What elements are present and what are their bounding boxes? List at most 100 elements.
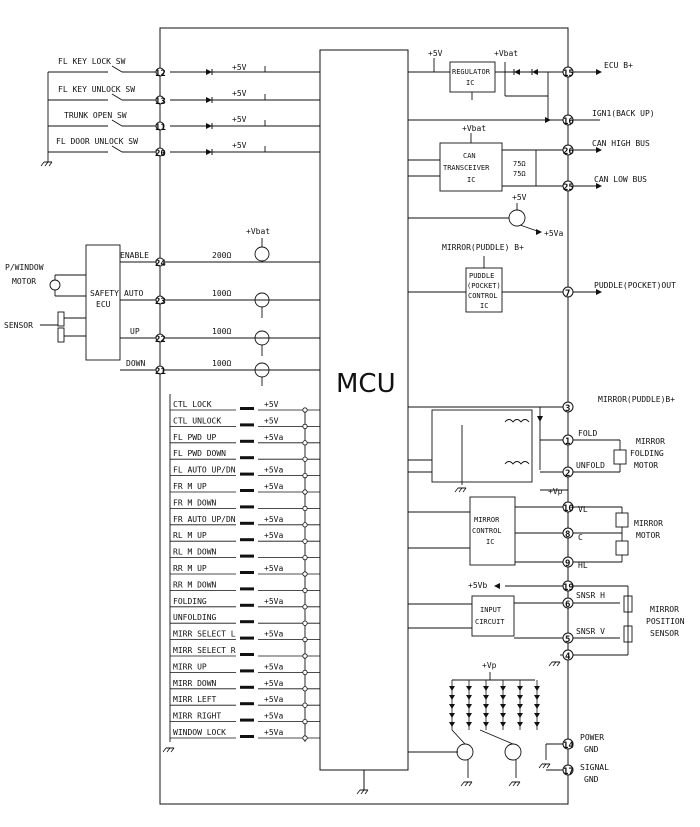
safety-ecu-block: [85, 244, 121, 361]
pin-number: 25: [563, 183, 574, 193]
can-label: CAN: [463, 152, 476, 160]
key-input-label: RL M UP: [173, 531, 207, 540]
key-input-label: CTL UNLOCK: [173, 416, 221, 425]
pin-number: 15: [563, 69, 574, 79]
mirror-control-block: [469, 496, 516, 566]
supply-label: +5V: [512, 193, 527, 202]
led-diode: [534, 704, 540, 709]
mcu-label: MCU: [336, 369, 396, 399]
led-diode: [534, 722, 540, 727]
sensor-label: SENSOR: [4, 321, 33, 330]
led-diode: [534, 713, 540, 718]
led-diode: [500, 686, 506, 691]
supply-label: +5Va: [264, 531, 283, 540]
led-diode: [500, 695, 506, 700]
mirror-position-sensor-label: POSITION: [646, 617, 685, 626]
led-diode: [449, 695, 455, 700]
signal-label: ENABLE: [120, 251, 149, 260]
key-input-row: RR M UP +5Va: [170, 564, 320, 577]
led-diode: [534, 686, 540, 691]
ign-label: IGN1(BACK UP): [592, 109, 655, 118]
key-input-label: RR M UP: [173, 564, 207, 573]
ground-symbol: [40, 161, 53, 167]
input-circuit-label: INPUT: [480, 606, 502, 614]
led-matrix: [449, 680, 540, 730]
key-input-row: RL M DOWN: [170, 548, 320, 561]
key-input-label: CTL LOCK: [173, 400, 212, 409]
led-diode: [483, 686, 489, 691]
mcu-block: [319, 49, 409, 771]
snsr-v-label: SNSR V: [576, 627, 605, 636]
supply-label: +5Va: [544, 229, 563, 238]
ground-symbol: [508, 781, 521, 787]
pin-number: 3: [565, 404, 570, 414]
supply-label: +5Va: [264, 712, 283, 721]
supply-label: +5Va: [264, 433, 283, 442]
can-low-label: CAN LOW BUS: [594, 175, 647, 184]
pin-number: 12: [155, 69, 166, 79]
mirror-folding-motor-label: FOLDING: [630, 449, 664, 458]
mirror-control-label: CONTROL: [472, 527, 502, 535]
switch-label: FL KEY LOCK SW: [58, 57, 126, 66]
supply-label: +5V: [428, 49, 443, 58]
key-input-row: MIRR DOWN+5Va: [170, 679, 320, 692]
key-input-row: FL PWD UP+5Va: [170, 433, 320, 446]
key-input-row: CTL LOCK +5V: [170, 400, 320, 413]
key-input-row: FR M DOWN: [170, 498, 320, 511]
supply-label: +5V: [264, 400, 279, 409]
led-diode: [483, 695, 489, 700]
puddle-label: (POCKET): [467, 282, 501, 290]
key-input-row: UNFOLDING: [170, 613, 320, 626]
mirror-puddle-b-label: MIRROR(PUDDLE) B+: [442, 243, 524, 252]
led-diode: [517, 704, 523, 709]
fold-label: FOLD: [578, 429, 597, 438]
led-diode: [517, 713, 523, 718]
regulator-label: REGULATOR: [452, 68, 491, 76]
supply-label: +5V: [232, 89, 247, 98]
key-input-label: FR M DOWN: [173, 498, 217, 507]
led-diode: [466, 695, 472, 700]
key-input-row: FR AUTO UP/DN+5Va: [170, 515, 320, 528]
input-circuit-block: [471, 595, 515, 637]
can-high-label: CAN HIGH BUS: [592, 139, 650, 148]
mirror-position-sensor-label: MIRROR: [650, 605, 679, 614]
pin-number: 24: [155, 259, 166, 269]
key-input-row: MIRR RIGHT+5Va: [170, 712, 320, 725]
key-input-row: MIRR SELECT L+5Va: [170, 630, 320, 643]
puddle-label: CONTROL: [468, 292, 498, 300]
led-diode: [517, 695, 523, 700]
key-input-label: RL M DOWN: [173, 548, 217, 557]
key-input-label: FL AUTO UP/DN: [173, 466, 236, 475]
supply-label: +Vbat: [462, 124, 486, 133]
led-diode: [500, 722, 506, 727]
mirror-folding-motor-label: MOTOR: [634, 461, 658, 470]
led-diode: [500, 713, 506, 718]
signal-label: DOWN: [126, 359, 145, 368]
key-input-row: WINDOW LOCK+5Va: [170, 728, 320, 741]
key-input-label: UNFOLDING: [173, 613, 217, 622]
supply-label: +5Va: [264, 597, 283, 606]
safety-ecu-label: SAFETY: [90, 289, 119, 298]
key-input-label: MIRR LEFT: [173, 695, 217, 704]
mirror-puddle-b-label: MIRROR(PUDDLE)B+: [598, 395, 675, 404]
supply-label: +5Va: [264, 515, 283, 524]
regulator-block: [449, 61, 496, 93]
pin-number: 5: [565, 635, 570, 645]
supply-label: +Vp: [482, 661, 497, 670]
mirror-position-sensor-label: SENSOR: [650, 629, 679, 638]
key-input-row: RR M DOWN: [170, 580, 320, 594]
supply-label: +5Vb: [468, 581, 487, 590]
pin-number: 6: [565, 600, 570, 610]
signal-gnd-label: SIGNAL: [580, 763, 609, 772]
pin-number: 8: [565, 530, 570, 540]
key-input-label: WINDOW LOCK: [173, 728, 226, 737]
supply-label: +5Va: [264, 564, 283, 573]
supply-label: +5V: [232, 63, 247, 72]
led-diode: [466, 704, 472, 709]
puddle-out-label: PUDDLE(POCKET)OUT: [594, 281, 676, 290]
left-switch-inputs: [47, 65, 320, 162]
key-input-row: MIRR LEFT+5Va: [170, 695, 320, 708]
supply-label: +5Va: [264, 662, 283, 671]
key-input-row: MIRR SELECT R: [170, 646, 320, 659]
